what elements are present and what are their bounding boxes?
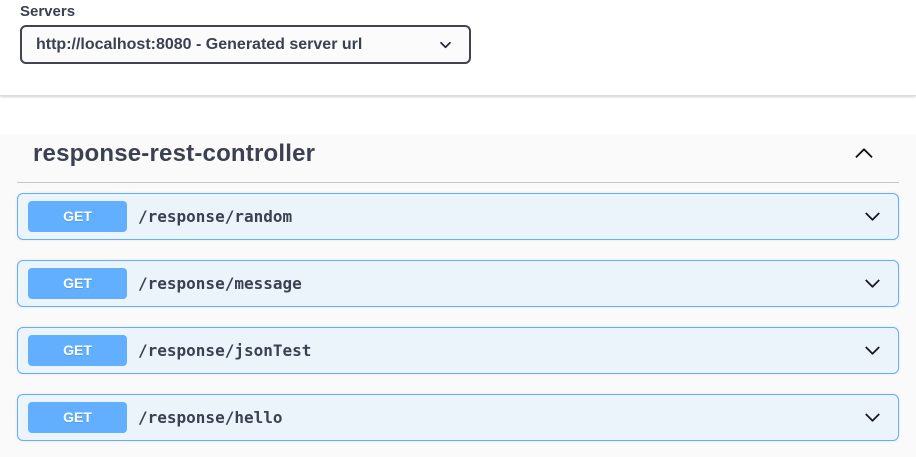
get-method-badge: GET: [28, 268, 127, 299]
chevron-down-icon: [862, 273, 883, 294]
operation-path: /response/hello: [138, 408, 283, 427]
server-select[interactable]: http://localhost:8080 - Generated server…: [20, 25, 471, 64]
get-method-badge: GET: [28, 335, 127, 366]
operation-row[interactable]: GET /response/hello: [17, 394, 899, 441]
tag-title: response-rest-controller: [33, 140, 316, 167]
server-select-wrapper: http://localhost:8080 - Generated server…: [20, 25, 471, 64]
tag-section-header[interactable]: response-rest-controller: [17, 134, 899, 183]
expand-operation-button[interactable]: [862, 340, 883, 361]
chevron-up-icon: [851, 141, 877, 167]
operation-row[interactable]: GET /response/random: [17, 193, 899, 240]
operation-row[interactable]: GET /response/jsonTest: [17, 327, 899, 374]
operation-row[interactable]: GET /response/message: [17, 260, 899, 307]
operation-path: /response/random: [138, 207, 293, 226]
expand-operation-button[interactable]: [862, 206, 883, 227]
collapse-section-button[interactable]: [851, 141, 877, 167]
servers-label: Servers: [20, 3, 76, 20]
servers-section: Servers http://localhost:8080 - Generate…: [0, 0, 916, 96]
operations-list: GET /response/random GET /response/messa…: [17, 193, 899, 441]
expand-operation-button[interactable]: [862, 273, 883, 294]
get-method-badge: GET: [28, 201, 127, 232]
expand-operation-button[interactable]: [862, 407, 883, 428]
chevron-down-icon: [862, 340, 883, 361]
get-method-badge: GET: [28, 402, 127, 433]
operation-path: /response/message: [138, 274, 302, 293]
chevron-down-icon: [862, 206, 883, 227]
operation-path: /response/jsonTest: [138, 341, 312, 360]
api-body: response-rest-controller GET /response/r…: [0, 134, 916, 457]
chevron-down-icon: [862, 407, 883, 428]
